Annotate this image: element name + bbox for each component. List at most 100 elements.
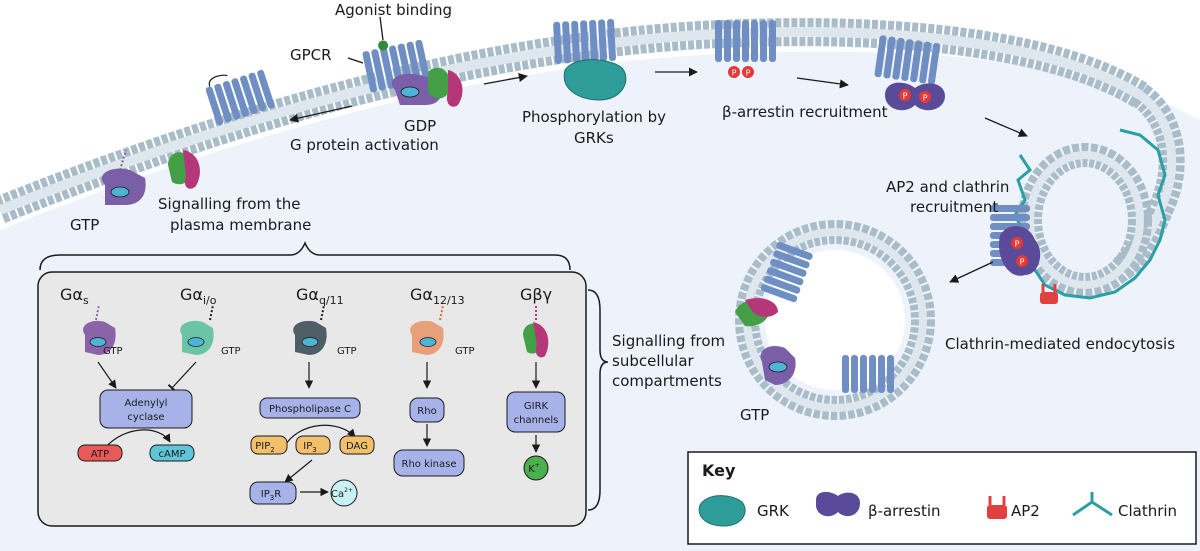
gtp-left-label: GTP [70, 216, 99, 234]
key-label-ap2: AP2 [1011, 502, 1040, 520]
node-dag: DAG [339, 435, 375, 455]
key-label-arrestin: β-arrestin [868, 502, 941, 520]
gtp-gs: GTP [103, 346, 123, 357]
agonist-binding-label: Agonist binding [335, 1, 452, 19]
svg-text:P: P [1020, 258, 1025, 267]
signalling-pm-label-1: Signalling from the [158, 195, 301, 213]
ap2-icon [987, 496, 1007, 519]
svg-text:P: P [1015, 240, 1020, 249]
vesicle-receptor-left [760, 241, 813, 303]
svg-text:Phospholipase C: Phospholipase C [269, 404, 351, 415]
galpha-gtp-left [101, 149, 146, 205]
grk-icon [698, 495, 746, 527]
receptor-grk [553, 18, 616, 64]
galpha-1213-icon [410, 304, 444, 355]
ap2-clathrin-label-2: recruitment [910, 198, 998, 216]
panel-arrows [97, 361, 541, 497]
clathrin-pit-membrane [1013, 84, 1185, 300]
receptor-phosphorylated [715, 20, 776, 62]
svg-text:IP3: IP3 [303, 441, 316, 454]
node-ip3r: IP3R [249, 481, 297, 505]
col-head-gbg: Gβγ [520, 285, 552, 304]
ap2-in-pit [1040, 284, 1058, 304]
svg-text:Ca2+: Ca2+ [331, 487, 353, 500]
receptor-arrestin [874, 35, 941, 85]
phospho-sites-1: P P [728, 66, 754, 78]
node-phospholipase-c: Phospholipase C [259, 397, 361, 419]
node-rho: Rho [409, 397, 445, 423]
svg-text:P: P [903, 92, 908, 101]
key-title: Key [702, 461, 736, 480]
key-label-clathrin: Clathrin [1118, 502, 1177, 520]
clathrin-endocytosis-label: Clathrin-mediated endocytosis [945, 335, 1175, 353]
gtp-gq11: GTP [337, 346, 357, 357]
svg-text:Rho: Rho [417, 406, 436, 417]
receptor-gprotein-left [205, 69, 275, 126]
galpha-io-icon [180, 304, 214, 355]
brace-top [39, 241, 571, 271]
col-head-g1213: Gα12/13 [410, 285, 465, 307]
vesicle-galpha-gtp [760, 345, 796, 385]
gtp-gio: GTP [221, 346, 241, 357]
col-head-gq11: Gαq/11 [296, 285, 344, 307]
phosphorylation-label-1: Phosphorylation by [522, 108, 666, 126]
key-label-grk: GRK [757, 502, 790, 520]
svg-text:PIP2: PIP2 [255, 441, 274, 454]
galpha-s-icon [83, 304, 116, 355]
vesicle-receptor-bottom [842, 355, 894, 393]
node-potassium: K+ [523, 455, 549, 481]
svg-text:P: P [923, 94, 928, 103]
arrestin-in-pit [999, 225, 1041, 276]
phospho-sites-3: P P [1011, 237, 1028, 267]
ap2-clathrin-label-1: AP2 and clathrin [886, 178, 1009, 196]
svg-text:GIRK: GIRK [524, 401, 549, 412]
brace-right [587, 289, 609, 511]
signalling-sub-label-2: subcellular [612, 352, 695, 370]
galpha-q11-icon [293, 304, 327, 355]
phospho-sites-2: P P [899, 89, 931, 103]
signalling-sub-label-3: compartments [612, 372, 722, 390]
svg-text:DAG: DAG [346, 441, 368, 452]
col-head-gio: Gαi/o [180, 285, 217, 307]
plasma-membrane [0, 18, 1148, 223]
node-rho-kinase: Rho kinase [393, 449, 465, 477]
arrestin-recruitment-label: β-arrestin recruitment [722, 103, 888, 121]
gtp-g1213: GTP [455, 346, 475, 357]
svg-text:P: P [732, 69, 737, 78]
node-camp: cAMP [149, 444, 195, 462]
g-protein-activation-label: G protein activation [290, 136, 439, 154]
node-calcium: Ca2+ [330, 479, 358, 507]
svg-text:IP3R: IP3R [261, 489, 281, 502]
col-head-gs: Gαs [60, 285, 89, 307]
svg-text:P: P [746, 69, 751, 78]
svg-text:cAMP: cAMP [159, 449, 186, 460]
clathrin-icon [1072, 492, 1113, 517]
node-girk-channels: GIRK channels [506, 391, 566, 433]
svg-text:cyclase: cyclase [127, 412, 164, 423]
arrestin-icon [816, 491, 860, 517]
gdp-label: GDP [404, 117, 436, 135]
signalling-pm-label-2: plasma membrane [170, 216, 311, 234]
node-atp: ATP [77, 444, 123, 462]
key-box: Key GRK β-arrestin AP2 Clathrin [687, 451, 1197, 545]
gpcr-label: GPCR [290, 46, 332, 64]
grk-protein [563, 59, 627, 101]
svg-text:K+: K+ [528, 462, 540, 475]
arrestin-protein [885, 82, 945, 111]
vesicle-gbetagamma [735, 298, 778, 327]
svg-text:channels: channels [514, 415, 559, 426]
process-arrows [289, 16, 1028, 283]
gbetagamma-icon [523, 305, 549, 358]
gbetagamma-left [168, 150, 200, 189]
phosphorylation-label-2: GRKs [574, 129, 614, 147]
svg-text:Rho kinase: Rho kinase [402, 459, 457, 470]
node-adenylyl-cyclase: Adenylyl cyclase [99, 389, 193, 429]
node-ip3: IP3 [295, 435, 331, 455]
node-pip2: PIP2 [250, 435, 288, 455]
gprotein-trimer-gdp [391, 67, 463, 107]
signalling-sub-label-1: Signalling from [612, 332, 725, 350]
signalling-panel: Gαs Gαi/o Gαq/11 Gα12/13 Gβγ GTP GTP GTP [37, 271, 587, 527]
gtp-vesicle-label: GTP [740, 406, 769, 424]
